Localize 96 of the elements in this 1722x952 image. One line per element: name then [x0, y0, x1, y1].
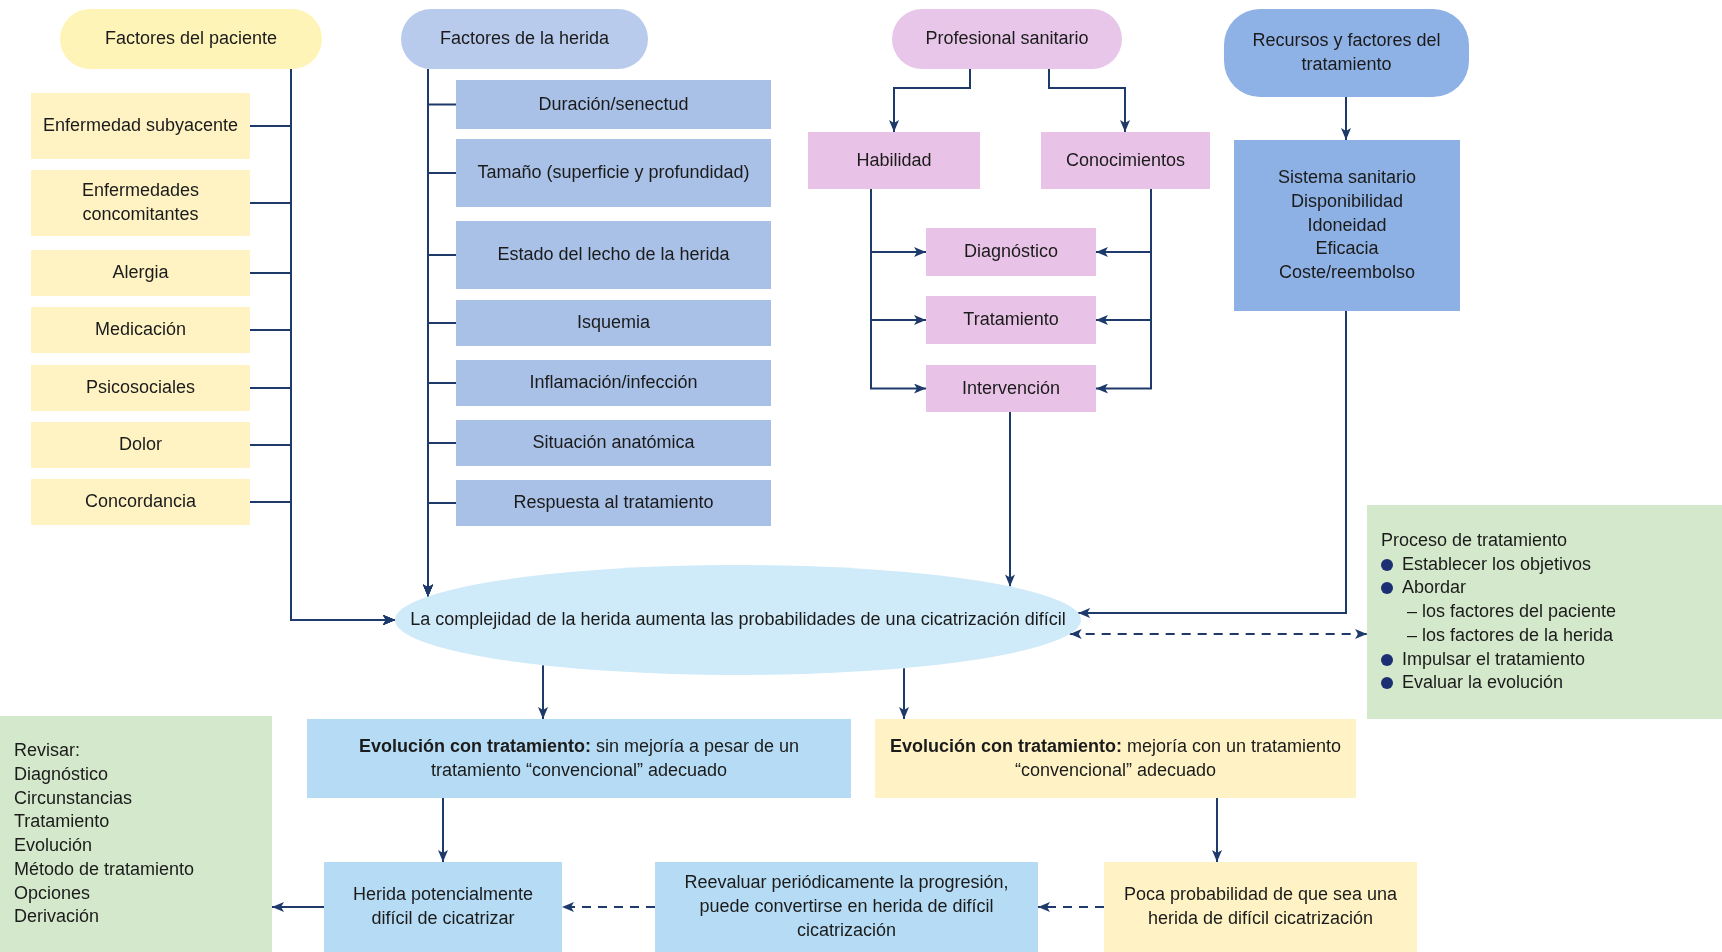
node-text: Sistema sanitario	[1277, 166, 1417, 190]
node-text: La complejidad de la herida aumenta las probabilidades de una cicatrización difícil	[410, 608, 1066, 632]
list-item: – los factores de la herida	[1406, 623, 1614, 647]
node-text: Factores del paciente	[104, 27, 278, 51]
node-text: Medicación	[94, 318, 186, 342]
list-item: Abordar	[1402, 576, 1467, 600]
process-box	[926, 296, 1096, 344]
list-item: Establecer los objetivos	[1402, 552, 1592, 576]
list-item: Idoneidad	[1307, 213, 1387, 237]
list-item: Diagnóstico	[14, 762, 109, 786]
node-text: Evolución con tratamiento: mejoría con un tratamiento “convencional” adecuado	[888, 734, 1343, 782]
arrow	[249, 501, 396, 625]
process-box	[31, 93, 250, 159]
process-box	[31, 365, 250, 411]
node-text: Reevaluar periódicamente la progresión, puede convertirse en herida de difícil cicatrización	[683, 871, 1010, 942]
category-pill	[1224, 9, 1469, 97]
process-box	[31, 170, 250, 236]
category-pill	[401, 9, 648, 69]
node-text: Duración/senectud	[538, 92, 689, 116]
node-text: Concordancia	[84, 490, 197, 514]
node-text: Herida potencialmente difícil de cicatrizar	[351, 883, 535, 930]
list-item: Circunstancias	[14, 786, 133, 810]
process-box	[875, 719, 1356, 798]
arrow	[271, 902, 325, 912]
note-panel	[1367, 505, 1722, 719]
node-text: Habilidad	[856, 148, 932, 172]
arrow	[870, 188, 927, 394]
dashed-arrow	[1068, 629, 1368, 639]
node-text: Respuesta al tratamiento	[513, 491, 714, 515]
list-item: Opciones	[14, 881, 91, 905]
list-item: Coste/reembolso	[1278, 261, 1416, 285]
arrow	[1077, 310, 1347, 618]
node-text: Situación anatómica	[532, 431, 695, 455]
process-box	[655, 862, 1038, 952]
process-box	[456, 360, 771, 406]
arrow	[1005, 411, 1015, 588]
node-text: Alergia	[112, 261, 169, 285]
process-box	[808, 132, 980, 189]
list-item: – los factores del paciente	[1406, 600, 1617, 624]
process-box	[456, 80, 771, 129]
list-item: Tratamiento	[14, 810, 110, 834]
node-text: Enfermedad subyacente	[42, 114, 239, 138]
node-text: Revisar:	[14, 739, 80, 762]
process-box	[31, 479, 250, 525]
process-box	[456, 300, 771, 346]
node-text: Estado del lecho de la herida	[497, 243, 730, 267]
arrow	[899, 667, 909, 720]
node-text: Proceso de tratamiento	[1381, 528, 1568, 552]
note-panel	[0, 716, 272, 952]
node-text: Conocimientos	[1065, 148, 1186, 172]
list-item: Derivación	[14, 905, 100, 929]
dashed-arrow	[561, 902, 656, 912]
category-pill	[892, 9, 1122, 69]
node-text: Factores de la herida	[439, 27, 610, 51]
node-text: Evolución con tratamiento: sin mejoría a pesar de un tratamiento “convencional” adecuado	[357, 734, 801, 782]
process-box	[31, 250, 250, 296]
arrow	[438, 797, 448, 863]
process-box	[1104, 862, 1417, 952]
list-item: Evolución	[14, 834, 93, 857]
process-box	[1234, 140, 1460, 311]
process-box	[31, 422, 250, 468]
process-box	[926, 365, 1096, 412]
arrow	[1212, 797, 1222, 863]
node-text: Isquemia	[576, 311, 650, 335]
arrow	[1341, 96, 1351, 141]
process-box	[456, 139, 771, 207]
arrow	[1095, 188, 1152, 394]
node-text: Dolor	[119, 433, 162, 457]
process-box	[456, 221, 771, 289]
node-text: Enfermedades concomitantes	[80, 179, 201, 226]
process-box	[31, 307, 250, 353]
process-box	[456, 480, 771, 526]
node-text: Tamaño (superficie y profundidad)	[477, 161, 750, 185]
arrow	[1048, 68, 1130, 133]
process-box	[324, 862, 562, 952]
node-text: Profesional sanitario	[925, 27, 1089, 51]
process-box	[456, 420, 771, 466]
arrow	[538, 664, 548, 720]
node-text: Psicosociales	[85, 376, 195, 400]
list-item: Disponibilidad	[1290, 189, 1404, 213]
dashed-arrow	[1037, 902, 1105, 912]
node-text: Inflamación/infección	[529, 371, 698, 395]
node-text: Diagnóstico	[963, 240, 1059, 264]
node-text: Poca probabilidad de que sea una herida de difícil cicatrización	[1122, 883, 1399, 930]
category-pill	[60, 9, 322, 69]
process-box	[307, 719, 851, 798]
arrow	[889, 68, 971, 133]
node-text: Tratamiento	[963, 308, 1059, 332]
node-text: Recursos y factores del tratamiento	[1251, 29, 1442, 76]
list-item: Evaluar la evolución	[1402, 671, 1564, 695]
list-item: Impulsar el tratamiento	[1402, 647, 1586, 671]
process-box	[926, 228, 1096, 276]
node-text: Intervención	[961, 376, 1061, 400]
list-item: Eficacia	[1315, 237, 1379, 261]
process-box	[1041, 132, 1210, 189]
list-item: Método de tratamiento	[14, 857, 195, 881]
